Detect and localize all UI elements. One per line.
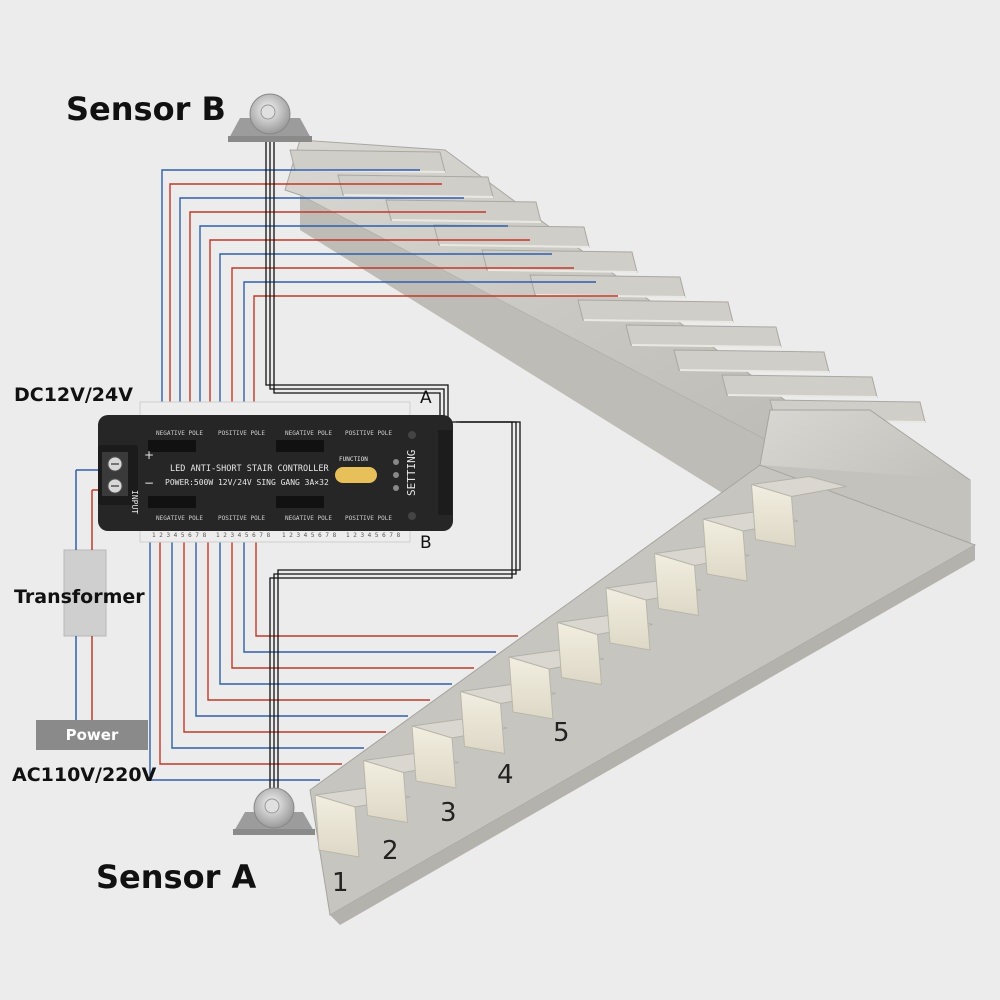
step-number-3: 3	[440, 798, 457, 828]
ac-voltage-label: AC110V/220V	[12, 764, 157, 786]
pole-label-top-1: NEGATIVE POLE	[156, 430, 203, 437]
port-a-label: A	[420, 388, 432, 408]
pin-numbers-3: 1 2 3 4 5 6 7 8	[282, 532, 337, 539]
power-box: Power	[36, 720, 148, 750]
pin-numbers-2: 1 2 3 4 5 6 7 8	[216, 532, 271, 539]
function-label: FUNCTION	[339, 456, 368, 463]
transformer	[63, 469, 110, 720]
dc-voltage-label: DC12V/24V	[14, 384, 133, 406]
pole-label-bottom-3: NEGATIVE POLE	[285, 515, 332, 522]
upper-stair-flight	[284, 139, 926, 560]
pole-label-top-3: NEGATIVE POLE	[285, 430, 332, 437]
step-number-2: 2	[382, 836, 399, 866]
input-label: INPUT	[130, 490, 139, 515]
setting-label: SETTING	[405, 449, 418, 496]
step-number-4: 4	[497, 760, 514, 790]
pole-label-top-4: POSITIVE POLE	[345, 430, 392, 437]
pole-label-bottom-1: NEGATIVE POLE	[156, 515, 203, 522]
step-number-5: 5	[553, 718, 570, 748]
sensor-a-device	[233, 787, 315, 835]
step-number-1: 1	[332, 868, 349, 898]
controller-title: LED ANTI-SHORT STAIR CONTROLLER	[170, 464, 329, 474]
sensor-a-label: Sensor A	[96, 858, 257, 896]
pole-label-bottom-2: POSITIVE POLE	[218, 515, 265, 522]
pin-numbers-1: 1 2 3 4 5 6 7 8	[152, 532, 207, 539]
pole-label-bottom-4: POSITIVE POLE	[345, 515, 392, 522]
stair-controller	[98, 401, 453, 543]
wires	[149, 132, 618, 790]
sensor-b-label: Sensor B	[66, 90, 226, 128]
transformer-label: Transformer	[14, 586, 145, 608]
power-label: Power	[65, 726, 119, 744]
input-minus: −	[144, 476, 155, 490]
input-plus: +	[144, 448, 155, 462]
port-b-label: B	[420, 533, 432, 553]
function-button[interactable]	[335, 467, 377, 483]
pin-numbers-4: 1 2 3 4 5 6 7 8	[346, 532, 401, 539]
controller-spec: POWER:500W 12V/24V SING GANG 3A×32	[165, 478, 329, 487]
lower-stair-flight	[309, 464, 977, 925]
sensor-b-device	[228, 93, 312, 142]
pole-label-top-2: POSITIVE POLE	[218, 430, 265, 437]
